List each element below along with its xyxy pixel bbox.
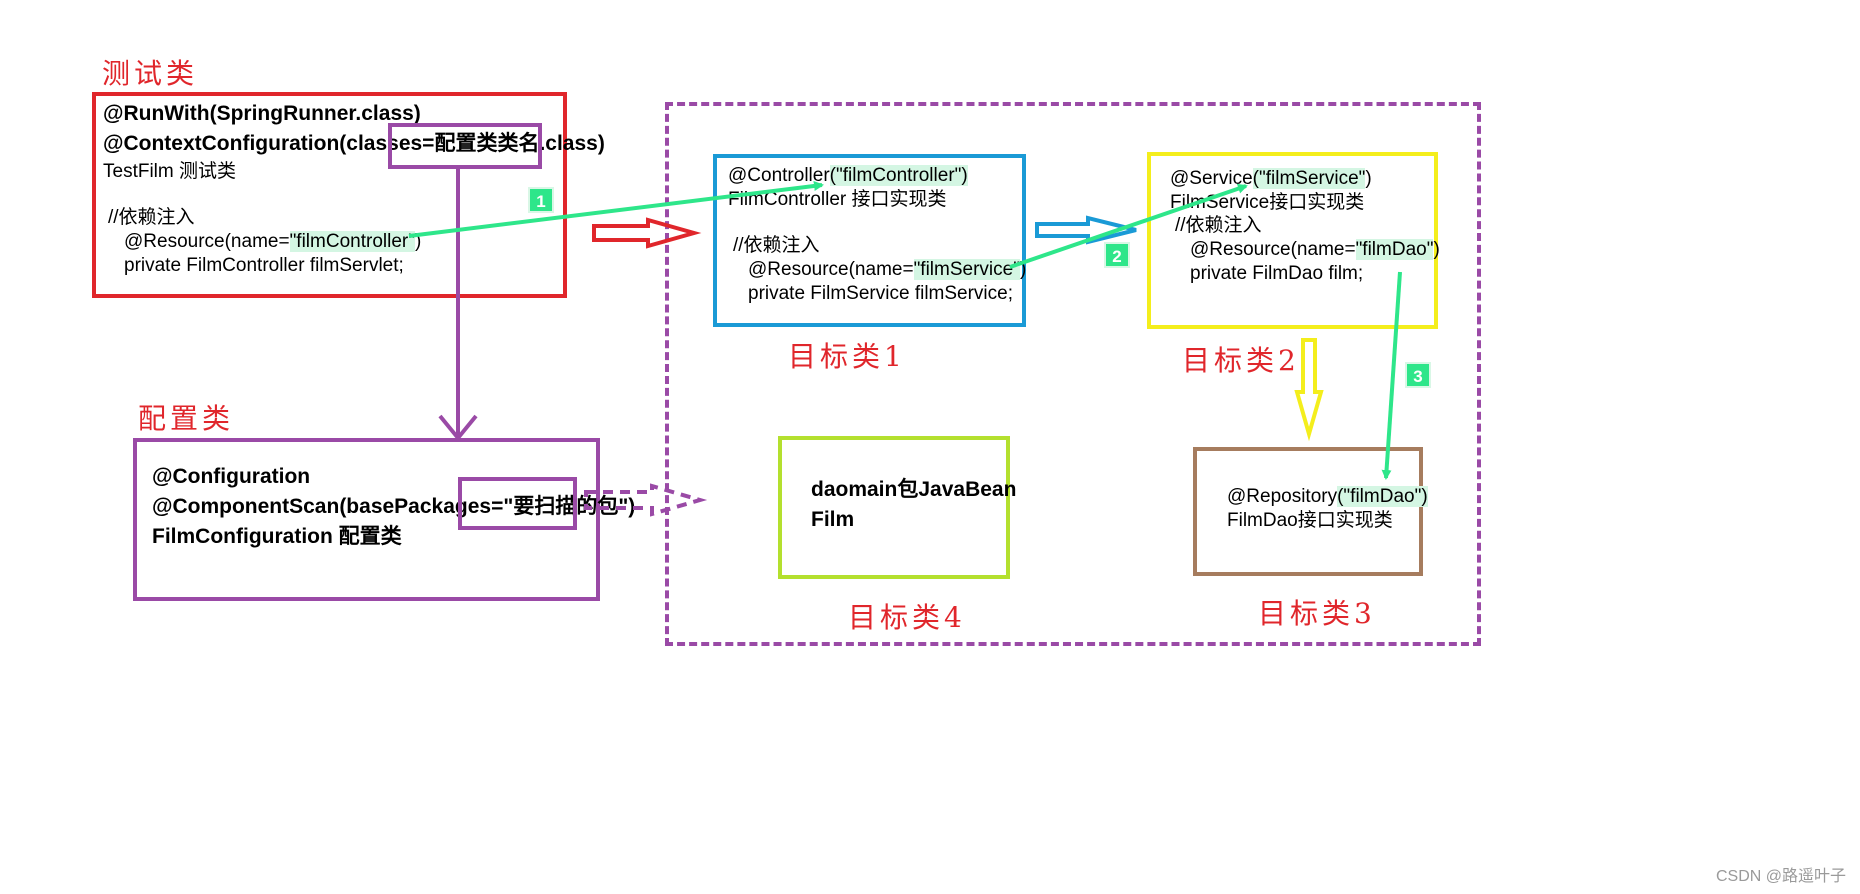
caption-target-4: 目标类4 <box>848 601 966 634</box>
component-scan-prefix: @ComponentScan(basePackages= <box>152 495 504 518</box>
service-resource-line: @Resource(name="filmDao") <box>1190 238 1440 262</box>
service-annotation-suffix: ) <box>1365 168 1372 189</box>
domain-bean-line: Film <box>811 508 855 531</box>
repository-class-box <box>1193 447 1423 576</box>
service-annotation-prefix: @Service <box>1170 168 1253 189</box>
scan-package-frame <box>458 477 577 530</box>
controller-resource-prefix: @Resource(name= <box>748 259 914 280</box>
controller-annotation-line: @Controller("filmController") <box>728 164 968 188</box>
container-dashed-frame <box>665 102 1481 646</box>
repository-annotation-name: ("filmDao") <box>1337 486 1428 507</box>
service-annotation-name: ("filmService" <box>1252 168 1366 189</box>
repository-annotation-line: @Repository("filmDao") <box>1227 485 1428 509</box>
step-badge-2: 2 <box>1104 242 1130 268</box>
service-field-line: private FilmDao film; <box>1190 263 1364 284</box>
service-comment-line: //依赖注入 <box>1175 215 1262 236</box>
test-resource-prefix: @Resource(name= <box>124 231 290 252</box>
watermark-credit: CSDN @路遥叶子 <box>1715 868 1846 885</box>
service-resource-prefix: @Resource(name= <box>1190 239 1356 260</box>
controller-class-name-line: FilmController 接口实现类 <box>728 189 947 210</box>
step-badge-3: 3 <box>1405 362 1431 388</box>
repository-annotation-prefix: @Repository <box>1227 486 1338 507</box>
test-comment-line: //依赖注入 <box>108 207 195 228</box>
caption-target-3: 目标类3 <box>1258 597 1376 630</box>
service-resource-suffix: ) <box>1433 239 1440 260</box>
domain-package-line: daomain包JavaBean <box>811 478 1017 501</box>
controller-comment-line: //依赖注入 <box>733 235 820 256</box>
controller-field-line: private FilmService filmService; <box>748 283 1013 304</box>
config-annotation-line: @Configuration <box>152 465 311 488</box>
test-resource-name: "filmController" <box>289 231 415 252</box>
test-context-config-prefix: @ContextConfiguration(classes= <box>103 132 435 155</box>
controller-annotation-prefix: @Controller <box>728 165 830 186</box>
domain-class-box <box>778 436 1010 579</box>
caption-target-2: 目标类2 <box>1182 344 1300 377</box>
caption-test-class: 测试类 <box>102 57 199 90</box>
caption-target-1: 目标类1 <box>788 340 906 373</box>
caption-config-class: 配置类 <box>138 402 235 435</box>
test-resource-line: @Resource(name="filmController") <box>124 230 421 254</box>
config-classname-frame <box>388 123 542 169</box>
test-field-line: private FilmController filmServlet; <box>124 255 404 276</box>
test-runwith-line: @RunWith(SpringRunner.class) <box>103 102 421 125</box>
controller-resource-suffix: ) <box>1019 259 1027 280</box>
config-class-box <box>133 438 600 601</box>
step-badge-1: 1 <box>528 187 554 213</box>
config-class-name-line: FilmConfiguration 配置类 <box>152 525 402 548</box>
service-class-name-line: FilmService接口实现类 <box>1170 192 1365 213</box>
service-resource-name: "filmDao" <box>1355 239 1434 260</box>
controller-annotation-name: ("filmController") <box>829 165 968 186</box>
test-context-config-line: @ContextConfiguration(classes=配置类类名.clas… <box>103 132 605 156</box>
test-context-config-boxed: 配置类类名.class) <box>434 132 605 155</box>
service-annotation-line: @Service("filmService") <box>1170 167 1372 191</box>
test-resource-suffix: ) <box>414 231 422 252</box>
repository-class-name-line: FilmDao接口实现类 <box>1227 510 1393 531</box>
controller-resource-name: "filmService" <box>913 259 1020 280</box>
controller-resource-line: @Resource(name="filmService") <box>748 258 1026 282</box>
test-class-name-line: TestFilm 测试类 <box>103 161 237 182</box>
